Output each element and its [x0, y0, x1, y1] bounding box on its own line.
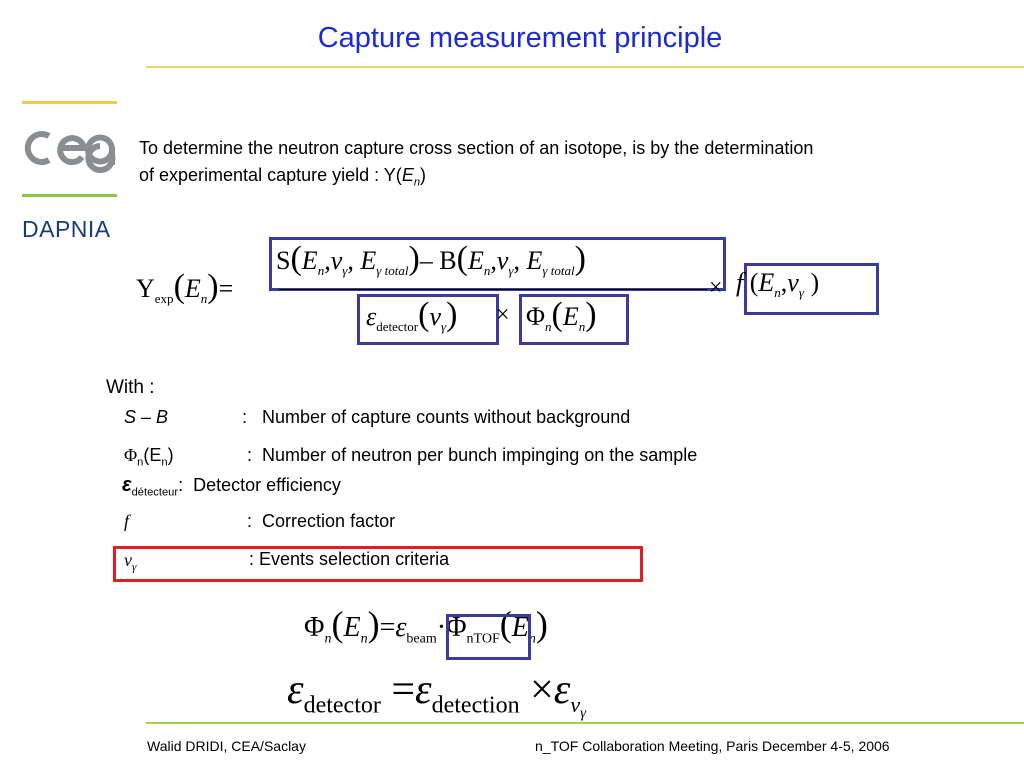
def-text-selection: : Events selection criteria — [249, 549, 450, 569]
logo-bottom-line — [22, 194, 117, 197]
times-operator-2: × — [709, 275, 723, 301]
correction-term: f (En,νγ ) — [736, 268, 820, 301]
times-operator: × — [496, 302, 510, 328]
efficiency-term: εdetector(νγ) — [366, 296, 458, 335]
cea-logo-icon — [24, 131, 116, 173]
def-efficiency: εdétecteur: Detector efficiency — [122, 474, 341, 499]
def-text-flux: : Number of neutron per bunch impinging … — [247, 445, 698, 465]
footer-author: Walid DRIDI, CEA/Saclay — [147, 738, 306, 754]
numerator-expression: S(En,νγ, Eγ total)– B(En,νγ, Eγ total) — [276, 240, 586, 279]
slide-title: Capture measurement principle — [317, 22, 723, 54]
with-header: With : — [106, 377, 155, 398]
title-divider — [146, 66, 1024, 68]
flux-term: Φn(En) — [526, 296, 597, 335]
intro-line-1: To determine the neutron capture cross s… — [139, 138, 814, 158]
def-text-correction: : Correction factor — [247, 511, 396, 531]
footer-divider — [146, 722, 1024, 724]
correction-box — [744, 263, 879, 315]
yield-lhs: Yexp(En)= — [136, 268, 234, 307]
flux-box — [519, 294, 629, 345]
def-symbol-f: f — [124, 511, 130, 531]
def-symbol-s-minus-b: S – B — [124, 407, 169, 427]
intro-line-2: of experimental capture yield : Y(En) — [139, 165, 427, 189]
efficiency-box — [357, 294, 499, 345]
efficiency-equation: εdetector =εdetection ×ενγ — [287, 667, 587, 722]
department-label: DAPNIA — [22, 216, 111, 242]
def-symbol-flux: Φn(En) — [124, 445, 174, 469]
def-symbol-nu: νγ — [124, 550, 137, 574]
footer-event: n_TOF Collaboration Meeting, Paris Decem… — [535, 738, 890, 754]
fraction-bar — [279, 289, 707, 290]
beam-efficiency-box — [446, 614, 531, 660]
def-text-counts: : Number of capture counts without backg… — [242, 407, 631, 427]
logo-top-line — [22, 101, 117, 104]
intro-paragraph: To determine the neutron capture cross s… — [139, 135, 1009, 197]
selection-criteria-highlight — [113, 546, 643, 582]
